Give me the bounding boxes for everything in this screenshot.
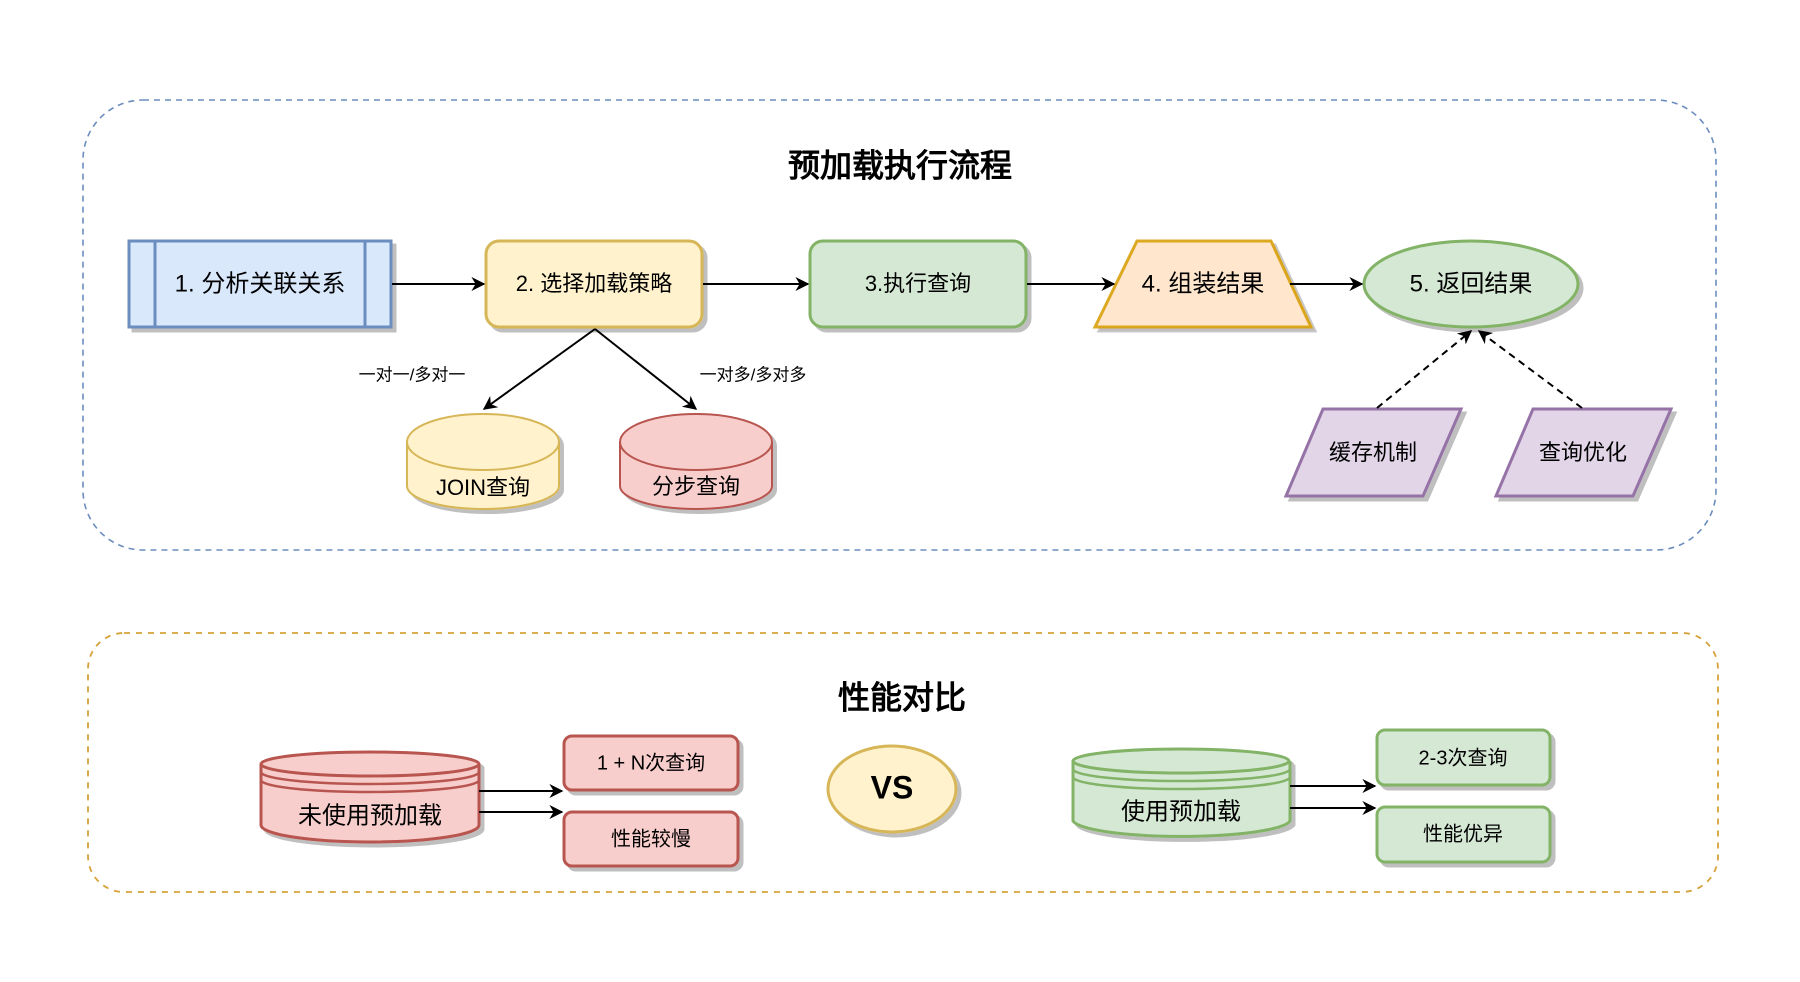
step-5-return-results[interactable]	[1362, 239, 1580, 329]
with-result-queries-label: 2-3次查询	[1419, 746, 1508, 769]
step-4-assemble-results[interactable]	[1092, 239, 1314, 329]
step-3-label: 3.执行查询	[865, 271, 971, 296]
step-5-label: 5. 返回结果	[1410, 270, 1533, 297]
step-2-label: 2. 选择加载策略	[516, 271, 672, 296]
cache-mechanism-label: 缓存机制	[1329, 440, 1417, 465]
stepwise-query-label: 分步查询	[652, 474, 740, 499]
with-result-queries[interactable]	[1375, 728, 1552, 787]
with-preload-label: 使用预加载	[1121, 798, 1241, 825]
join-query-label: JOIN查询	[436, 475, 530, 500]
with-result-performance[interactable]	[1375, 805, 1552, 864]
step-4-label: 4. 组装结果	[1142, 270, 1265, 297]
without-preload-label: 未使用预加载	[298, 802, 442, 829]
vs-label: VS	[871, 769, 914, 805]
without-result-queries-label: 1 + N次查询	[597, 751, 705, 774]
stepwise-query-cylinder[interactable]	[619, 413, 773, 510]
edge-label-one-to-one: 一对一/多对一	[359, 365, 466, 384]
step-2-select-strategy[interactable]	[484, 239, 704, 329]
arrow-optimize-to-return	[1477, 330, 1583, 409]
arrow-to-join	[482, 328, 596, 410]
without-result-performance[interactable]	[562, 810, 740, 868]
step-1-analyze-relations[interactable]	[127, 239, 393, 329]
vs-badge	[826, 744, 958, 834]
query-optimization[interactable]	[1493, 407, 1674, 498]
with-result-performance-label: 性能优异	[1423, 822, 1503, 845]
query-optimization-label: 查询优化	[1539, 440, 1627, 465]
edge-label-one-to-many: 一对多/多对多	[700, 365, 807, 384]
comparison-container	[87, 632, 1719, 893]
flow-title: 预加载执行流程	[788, 147, 1012, 183]
without-preload-db[interactable]	[259, 750, 481, 844]
without-result-performance-label: 性能较慢	[611, 827, 691, 850]
arrow-to-stepwise	[594, 328, 698, 410]
step-1-label: 1. 分析关联关系	[175, 270, 346, 297]
arrow-cache-to-return	[1376, 330, 1473, 409]
without-result-queries[interactable]	[562, 734, 740, 792]
with-preload-db[interactable]	[1071, 747, 1292, 838]
step-3-execute-query[interactable]	[808, 239, 1028, 329]
flow-container	[82, 99, 1717, 551]
cache-mechanism[interactable]	[1283, 407, 1464, 498]
comparison-title: 性能对比	[838, 679, 966, 715]
join-query-cylinder[interactable]	[406, 413, 560, 510]
